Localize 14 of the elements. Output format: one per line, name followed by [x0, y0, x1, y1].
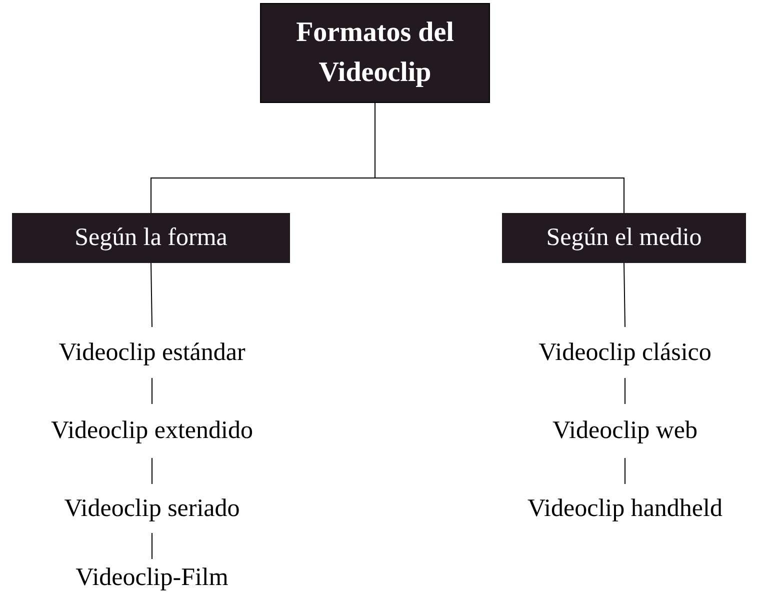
connector-line	[150, 262, 152, 328]
title-box: Formatos del Videoclip	[260, 3, 490, 103]
connector-line	[624, 458, 626, 484]
item-label: Videoclip-Film	[12, 559, 292, 597]
item-label: Videoclip web	[495, 404, 755, 458]
item-label: Videoclip extendido	[12, 404, 292, 458]
category-box: Según el medio	[502, 213, 746, 263]
item-label: Videoclip seriado	[12, 484, 292, 533]
item-label: Videoclip estándar	[12, 327, 292, 378]
connector-line	[624, 262, 626, 328]
item-label: Videoclip clásico	[495, 327, 755, 378]
connector-line	[624, 378, 626, 404]
item-label: Videoclip handheld	[495, 484, 755, 533]
category-box: Según la forma	[12, 213, 290, 263]
